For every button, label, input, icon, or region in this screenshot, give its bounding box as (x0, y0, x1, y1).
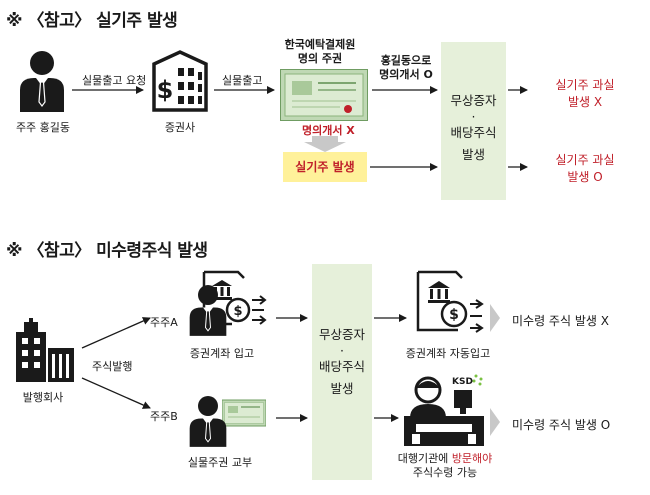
name-change-label: 홍길동으로 명의개서 O (370, 54, 442, 82)
result1-line2: 발생 X (567, 95, 603, 109)
arrow-issue-b (81, 377, 151, 409)
certificate-caption: 한국예탁결제원 명의 주권 (265, 38, 375, 66)
issuance-dot: · (471, 109, 476, 124)
name-change-line2: 명의개서 O (379, 68, 433, 81)
shareholder-a-label: 주주A (150, 316, 178, 329)
result-a: 미수령 주식 발생 X (512, 314, 609, 328)
section1-title: ※ 〈참고〉 실기주 발생 (6, 11, 178, 31)
agent-line1-a: 대행기관에 (397, 452, 452, 465)
request-label: 실물출고 요청 (82, 74, 147, 87)
issuance-box-1: 무상증자 · 배당주식 발생 (441, 42, 506, 200)
auto-deposit-label: 증권계좌 자동입고 (405, 347, 491, 360)
agent-label: 대행기관에 방문해야 주식수령 가능 (380, 452, 510, 480)
certificate-caption-line1: 한국예탁결제원 (284, 38, 356, 51)
issuance2-dot: · (340, 343, 344, 358)
agent-line1-b: 방문해야 (451, 452, 493, 465)
result2-line2: 발생 O (567, 170, 603, 184)
person-icon (20, 51, 64, 112)
auto-deposit-icon: $ (416, 270, 484, 333)
release-label: 실물출고 (222, 74, 263, 87)
result1: 실기주 과실 발생 X (535, 77, 635, 111)
svg-text:$: $ (157, 76, 174, 104)
certificate-caption-line2: 명의 주권 (297, 52, 343, 65)
securities-building-icon: $ (152, 50, 208, 112)
section2-title: ※ 〈참고〉 미수령주식 발생 (6, 241, 208, 261)
issuer-label: 발행회사 (22, 391, 64, 404)
name-change-line1: 홍길동으로 (380, 54, 432, 67)
deposit-label: 증권계좌 입고 (189, 347, 255, 360)
issuance-line2: 배당주식 (450, 125, 497, 140)
arrow-grey-down (304, 136, 346, 152)
agent-desk-icon (404, 374, 484, 446)
result1-line1: 실기주 과실 (555, 78, 615, 92)
person-b-icon (189, 396, 227, 447)
arrow-issue-a (81, 317, 151, 349)
issuance-line3: 발생 (461, 147, 485, 162)
paper-delivery-label: 실물주권 교부 (187, 456, 253, 469)
result-b: 미수령 주식 발생 O (512, 418, 611, 432)
name-change-not-label: 명의개서 X (302, 124, 355, 137)
arrow-grey-result-a (490, 304, 500, 332)
svg-text:$: $ (233, 304, 242, 319)
shareholder-b-label: 주주B (150, 410, 178, 423)
stock-certificate-icon (280, 69, 368, 121)
issuer-building-icon (16, 318, 74, 382)
issuance-line1: 무상증자 (450, 93, 497, 108)
paper-certificate-icon (222, 399, 266, 427)
result2-line1: 실기주 과실 (555, 153, 615, 167)
result2: 실기주 과실 발생 O (535, 152, 635, 186)
person-a-icon (189, 285, 227, 336)
ksd-label: KSD (452, 377, 473, 387)
issuance-box-2: 무상증자 · 배당주식 발생 (312, 264, 372, 480)
unclaimed-stock-box: 실기주 발생 (283, 152, 367, 182)
svg-text:$: $ (449, 307, 459, 323)
issuance2-line3: 발생 (330, 381, 354, 396)
arrow-grey-result-b (490, 408, 500, 436)
shareholder-label: 주주 홍길동 (15, 121, 71, 134)
agent-line2: 주식수령 가능 (412, 466, 478, 479)
issuance2-line1: 무상증자 (318, 327, 365, 342)
issue-label: 주식발행 (92, 360, 133, 373)
securities-firm-label: 증권사 (164, 121, 196, 134)
issuance2-line2: 배당주식 (318, 359, 365, 374)
